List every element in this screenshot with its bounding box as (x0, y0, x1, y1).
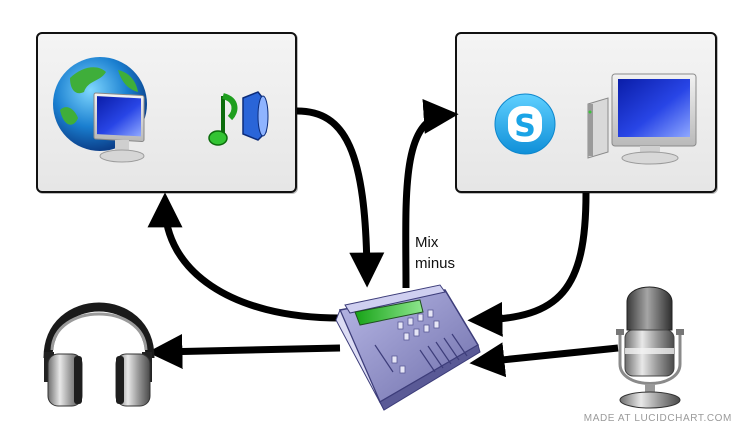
desktop-computer-icon (587, 73, 697, 165)
arrow-computer-right-to-mixer[interactable] (467, 192, 590, 337)
watermark: MADE AT LUCIDCHART.COM (583, 413, 732, 424)
arrow-mixer-to-computer-right[interactable] (402, 99, 459, 289)
headphones-icon (43, 302, 155, 407)
microphone-icon (616, 286, 684, 409)
skype-icon: S (494, 93, 556, 155)
svg-text:S: S (514, 109, 536, 144)
arrow-computer-left-to-mixer[interactable] (296, 107, 385, 288)
arrow-mixer-to-headphones[interactable] (147, 334, 341, 369)
arrow-mixer-to-computer-left[interactable] (147, 192, 341, 322)
globe-monitor-icon (53, 57, 147, 163)
audio-mixer-icon (335, 284, 481, 411)
mix-label-line1: Mix (415, 234, 439, 251)
music-speaker-icon (208, 91, 269, 146)
arrow-microphone-to-mixer[interactable] (469, 342, 619, 378)
mix-label-line2: minus (415, 255, 456, 272)
mix-minus-label: Mix minus (415, 232, 455, 274)
